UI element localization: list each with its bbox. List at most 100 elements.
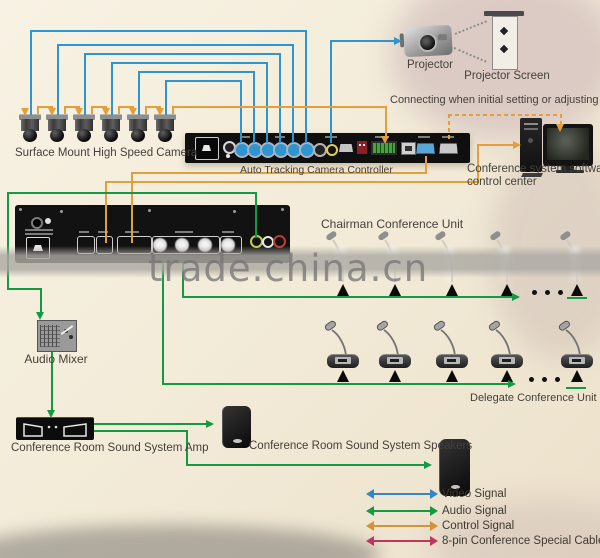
camera-dome — [77, 129, 91, 142]
gooseneck-mic — [488, 320, 511, 357]
delegate-unit — [555, 318, 599, 388]
unit-speaker — [390, 359, 399, 362]
delegate-label: Delegate Conference Unit — [470, 392, 597, 404]
arrow-right-icon — [430, 506, 438, 516]
surface-camera-label: Surface Mount High Speed Camera — [15, 147, 198, 159]
video-cable — [165, 80, 167, 115]
gooseneck-mic — [376, 320, 399, 357]
legend-label: 8-pin Conference Special Cable — [442, 535, 600, 547]
sound-system-amp — [16, 417, 94, 440]
screen-body — [492, 16, 518, 70]
control-cable — [385, 106, 387, 138]
gooseneck-mic — [324, 320, 347, 357]
legend-line — [374, 510, 430, 512]
control-cable — [477, 144, 479, 183]
audio-mixer-label: Audio Mixer — [24, 352, 88, 366]
pc-monitor — [543, 124, 593, 166]
speaker-logo — [451, 485, 460, 489]
projector — [399, 24, 453, 58]
panel-label-tick — [418, 136, 430, 138]
audio-cable — [186, 464, 424, 466]
video-cable-to-projector — [330, 40, 394, 42]
speed-dome-camera — [127, 112, 149, 144]
camera-body — [75, 119, 93, 131]
audio-cable — [7, 288, 42, 290]
panel-label-tick — [98, 231, 108, 233]
unit-body — [491, 354, 523, 368]
camera-dome — [23, 129, 37, 142]
pc-monitor-base — [556, 170, 584, 173]
pc-monitor-stand — [562, 166, 574, 170]
mic-base — [445, 284, 458, 296]
arrow-right-icon — [430, 536, 438, 546]
video-arrow — [394, 37, 402, 45]
unit-speaker — [338, 359, 347, 362]
ellipsis-dot — [542, 377, 547, 382]
unit-base — [336, 370, 349, 382]
screw — [60, 210, 63, 213]
panel-label-tick — [79, 231, 89, 233]
rs232-port-blue — [416, 143, 435, 154]
projector-label: Projector — [406, 59, 454, 71]
control-center-computer — [520, 118, 594, 177]
mic-base — [336, 284, 349, 296]
delegate-unit — [485, 318, 529, 388]
audio-cable — [40, 288, 42, 312]
control-cable — [37, 106, 39, 114]
control-cable — [64, 106, 66, 114]
control-cable — [91, 106, 107, 108]
arrow-left-icon — [366, 521, 374, 531]
auto-tracking-camera-controller — [185, 133, 470, 163]
arrow-left-icon — [366, 489, 374, 499]
video-cable — [165, 80, 242, 82]
video-cable — [57, 44, 294, 46]
delegate-unit — [373, 318, 417, 388]
gooseneck-mic — [558, 320, 581, 357]
phoenix-terminal — [371, 141, 397, 155]
screen-top-bar — [484, 11, 524, 16]
legend-label: Control Signal — [442, 520, 515, 532]
camera-body — [21, 119, 39, 131]
watermark-text: trade.china.cn — [148, 247, 429, 290]
conference-cable — [566, 387, 586, 389]
ellipsis-dot — [529, 377, 534, 382]
speaker — [439, 439, 470, 496]
control-cable — [91, 106, 93, 114]
legend-label: Audio Signal — [442, 505, 507, 517]
video-cable — [138, 71, 140, 115]
amp-face — [23, 423, 87, 437]
audio-cable — [7, 192, 257, 194]
control-cable — [145, 106, 161, 108]
control-arrow — [156, 108, 164, 116]
conference-cable — [162, 383, 508, 385]
unit-base — [500, 370, 513, 382]
speakers-label: Conference Room Sound System Speakers — [249, 440, 473, 452]
conference-cable — [182, 296, 512, 298]
mic-base — [500, 284, 513, 296]
power-inlet — [195, 137, 219, 160]
speed-dome-camera — [73, 112, 95, 144]
control-center-label-line1: Conference system software — [467, 163, 600, 175]
control-arrow — [48, 108, 56, 116]
unit-base — [388, 370, 401, 382]
control-cable — [37, 106, 53, 108]
power-terminal — [357, 141, 367, 154]
delegate-unit — [430, 318, 474, 388]
ellipsis-dot — [555, 377, 560, 382]
control-arrow — [75, 108, 83, 116]
control-arrow — [556, 124, 564, 132]
unit-body — [436, 354, 468, 368]
video-cable — [57, 44, 59, 115]
control-center-label-line2: control center — [467, 176, 537, 188]
camera-dome — [131, 129, 145, 142]
panel-text — [25, 229, 53, 231]
conference-cable — [567, 297, 587, 299]
control-arrow — [129, 108, 137, 116]
amp-label: Conference Room Sound System Amp — [11, 442, 209, 454]
panel-label-tick — [240, 136, 250, 138]
speed-dome-camera — [100, 112, 122, 144]
camera-body — [102, 119, 120, 131]
camera-body — [129, 119, 147, 131]
unit-base — [445, 370, 458, 382]
legend-line — [374, 525, 430, 527]
